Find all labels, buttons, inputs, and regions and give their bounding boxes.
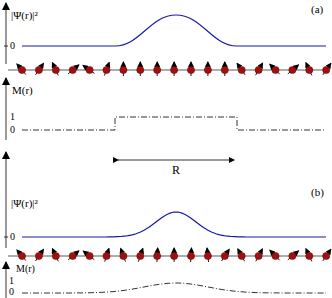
spin-site: [103, 252, 110, 259]
tick-label: 0: [10, 40, 15, 52]
spin-site: [120, 66, 127, 73]
spin-arrow: [36, 63, 44, 75]
axis-label: M(r): [12, 84, 33, 96]
spin-site: [289, 252, 296, 259]
spin-site: [187, 66, 194, 73]
spin-site: [221, 66, 228, 73]
spin-site: [255, 252, 262, 259]
spin-site: [18, 252, 25, 259]
magnetization-curve: [22, 117, 326, 130]
spin-site: [35, 252, 42, 259]
spin-arrow: [237, 63, 245, 75]
spin-site: [154, 66, 161, 73]
spin-arrow: [83, 65, 95, 73]
spin-arrow: [270, 250, 280, 260]
spin-arrow: [68, 65, 79, 74]
spin-site: [204, 66, 211, 73]
axis: [6, 262, 7, 298]
spin-arrow: [323, 249, 331, 261]
spin-site: [323, 252, 330, 259]
spin-site: [306, 66, 313, 73]
spin-arrow: [256, 249, 263, 261]
tick: [4, 46, 8, 47]
spin-site: [137, 66, 144, 73]
spin-site: [289, 66, 296, 73]
spin-arrow: [256, 63, 263, 75]
spin-site: [86, 252, 93, 259]
panel-label: (a): [311, 3, 323, 15]
spin-site: [272, 252, 279, 259]
spin-arrow: [288, 251, 299, 260]
spin-site: [137, 252, 144, 259]
density-curve: [22, 212, 326, 237]
density-curve: [22, 15, 326, 46]
panel-label: (b): [311, 186, 324, 198]
spin-site: [238, 66, 245, 73]
tick-label: 0: [9, 286, 14, 298]
spin-arrow: [17, 250, 26, 261]
tick-label: 1: [9, 275, 14, 287]
spin-site: [52, 252, 59, 259]
spin-arrow: [270, 64, 280, 74]
spin-site: [171, 252, 178, 259]
spin-site: [86, 66, 93, 73]
spin-site: [103, 66, 110, 73]
spin-site: [120, 252, 127, 259]
spin-site: [204, 252, 211, 259]
axis: [6, 152, 7, 248]
spin-site: [69, 66, 76, 73]
spin-site: [221, 252, 228, 259]
tick-label: 1: [10, 111, 15, 123]
dimension-label: R: [172, 164, 180, 176]
axis: [6, 78, 7, 140]
spin-site: [306, 252, 313, 259]
spin-site: [18, 66, 25, 73]
spin-site: [187, 252, 194, 259]
spin-site: [272, 66, 279, 73]
spin-site: [69, 252, 76, 259]
spin-arrow: [238, 249, 245, 261]
axis: [6, 3, 7, 64]
spin-site: [35, 66, 42, 73]
axis-label: M(r): [16, 263, 35, 275]
spin-site: [255, 66, 262, 73]
spin-site: [154, 252, 161, 259]
spin-arrow: [36, 249, 44, 261]
axis-label: |Ψ(r)|²: [11, 9, 38, 21]
tick: [4, 237, 8, 238]
magnetization-curve: [22, 283, 326, 293]
spin-arrow: [17, 64, 26, 75]
spin-site: [323, 66, 330, 73]
spin-site: [171, 66, 178, 73]
spin-site: [238, 252, 245, 259]
tick-label: 0: [10, 124, 15, 136]
spin-arrow: [323, 63, 331, 75]
spin-arrow: [68, 251, 79, 260]
spin-site: [52, 66, 59, 73]
tick-label: 0: [10, 231, 15, 243]
spin-arrow: [83, 251, 94, 260]
spin-arrow: [288, 65, 299, 74]
axis-label: |Ψ(r)|²: [11, 197, 38, 209]
size-arrow: [118, 160, 234, 161]
spin-arrow: [222, 249, 230, 261]
